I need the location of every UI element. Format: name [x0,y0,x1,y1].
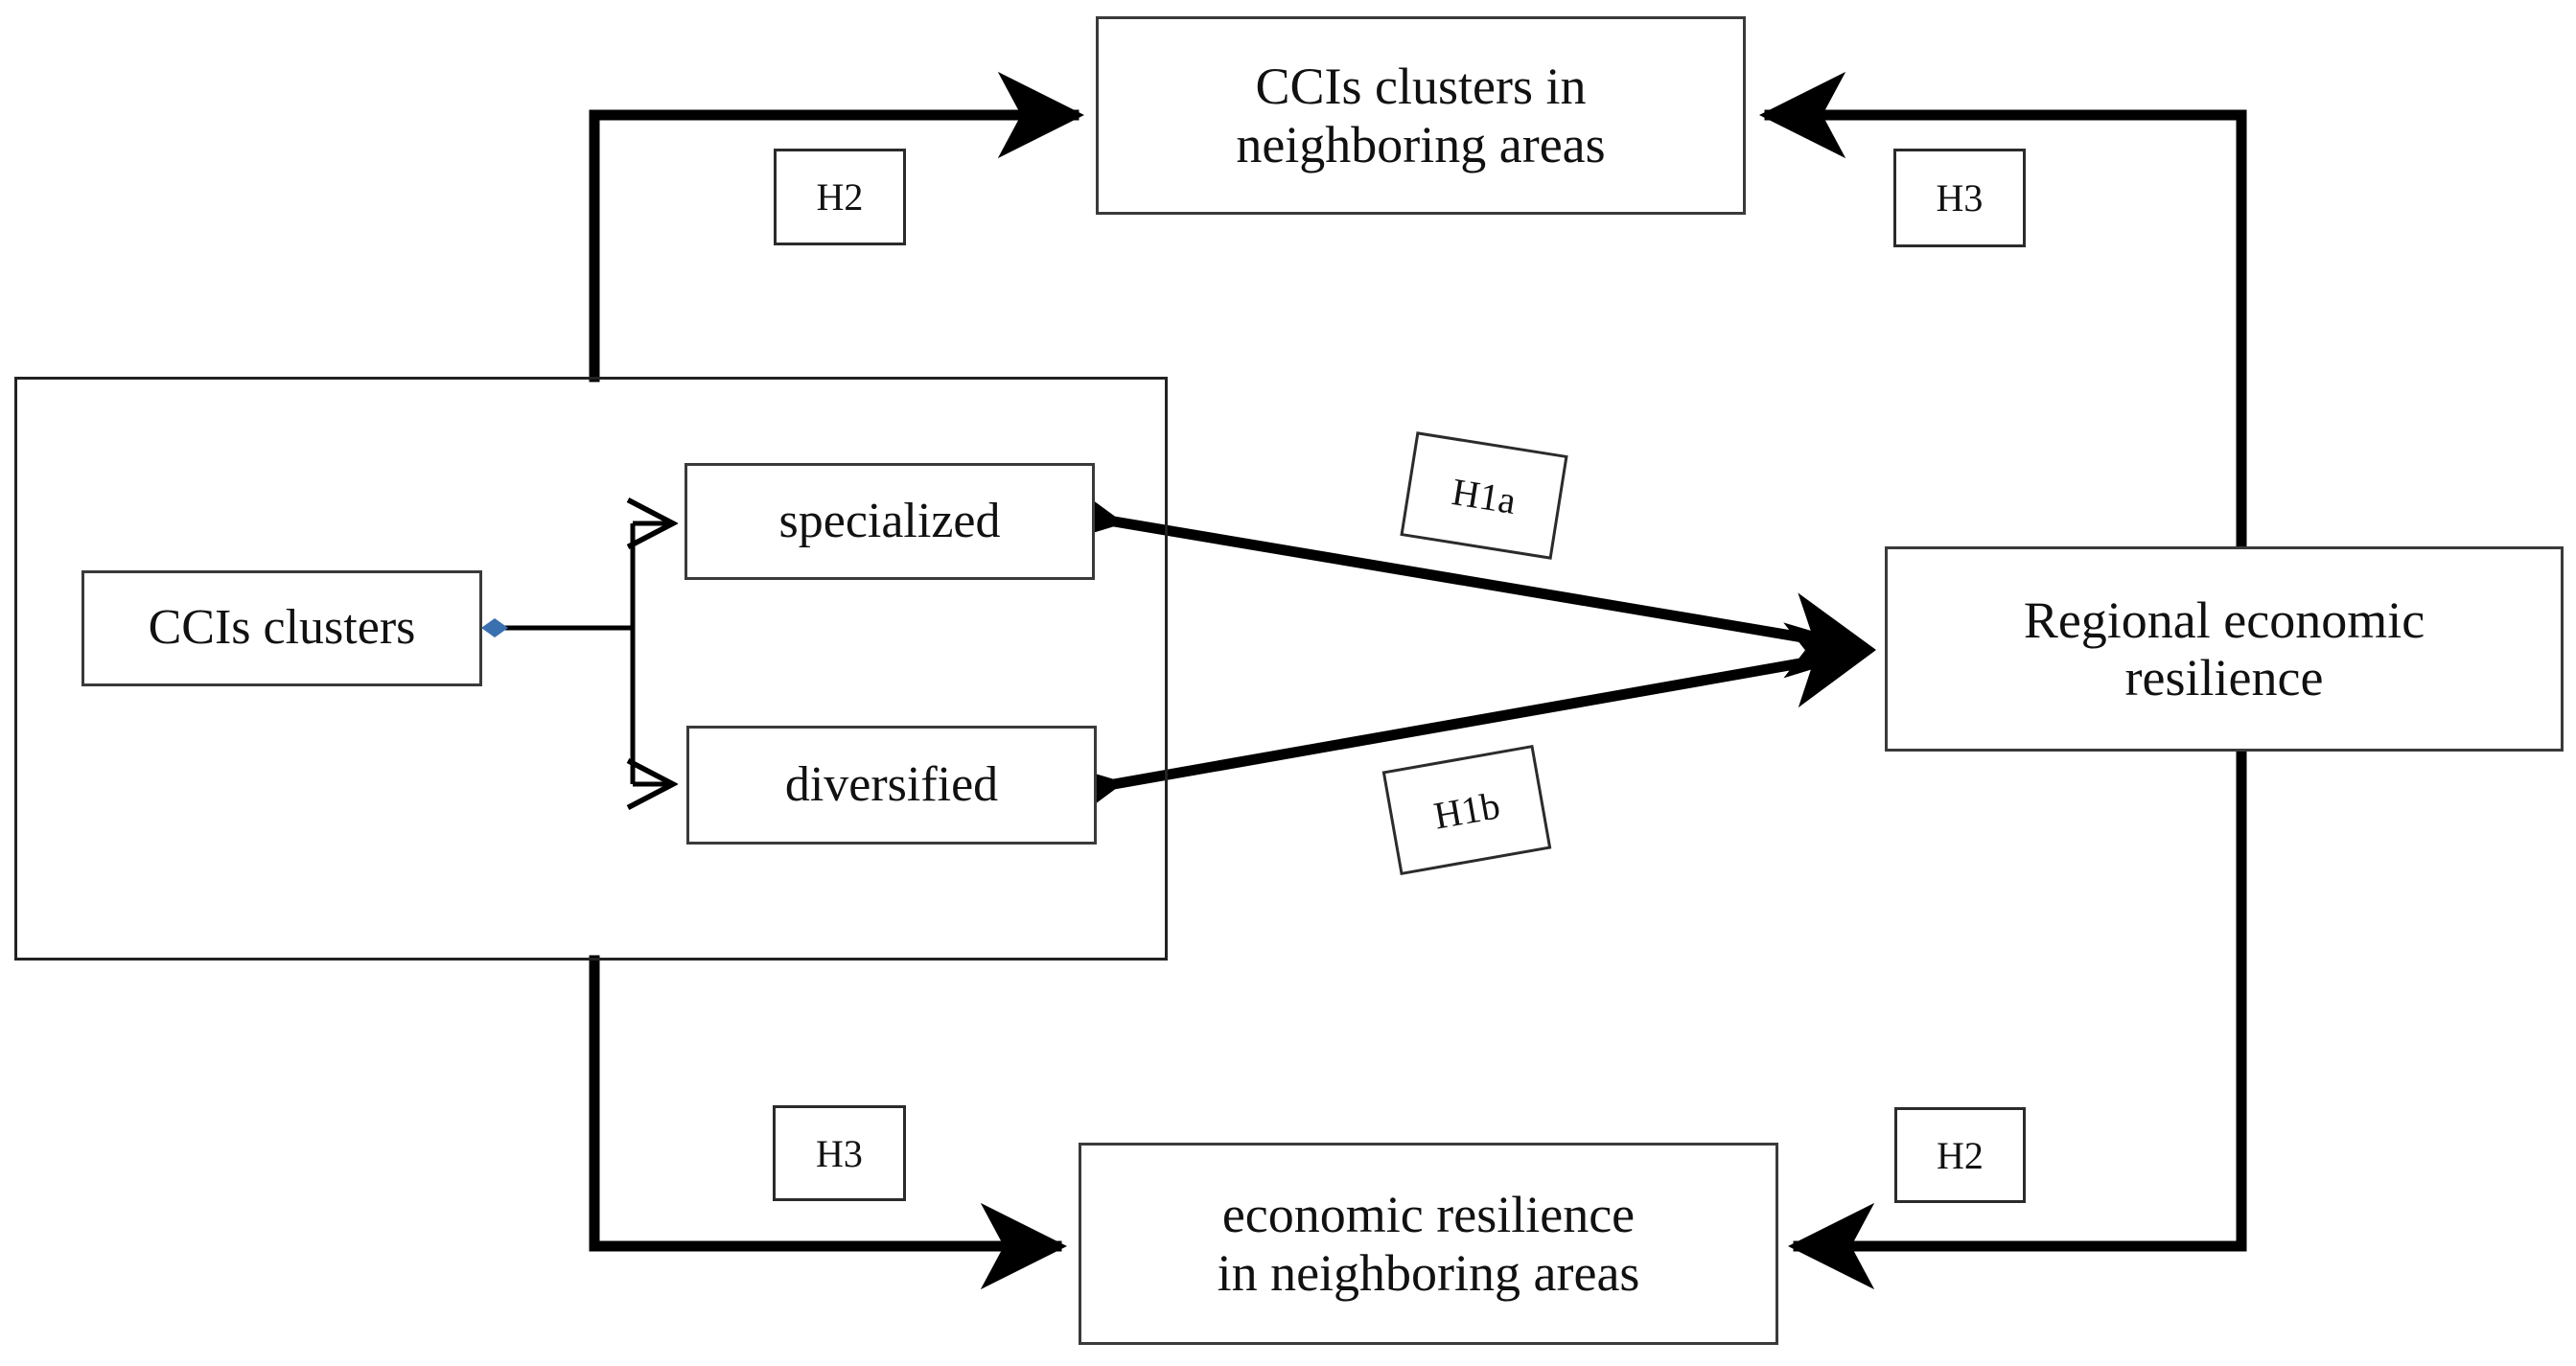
node-label: CCIs clusters in neighboring areas [1236,58,1605,174]
node-specialized[interactable]: specialized [685,463,1095,580]
node-label: Regional economic resilience [2024,591,2425,707]
node-regional-economic-resilience[interactable]: Regional economic resilience [1885,546,2564,752]
hypothesis-label-h2-top-left[interactable]: H2 [774,149,906,245]
edge-regional-to-neighboring-cci [1758,71,2247,552]
node-label: diversified [784,756,999,812]
node-cci-clusters[interactable]: CCIs clusters [81,570,482,686]
hypothesis-label-text: H3 [816,1131,863,1175]
node-label-line2: resilience [2124,649,2324,706]
node-label: economic resilience in neighboring areas [1218,1186,1640,1302]
hypothesis-label-h2-bottom-right[interactable]: H2 [1894,1107,2026,1203]
hypothesis-label-text: H1a [1449,469,1520,522]
edge-diversified-regional [1032,622,1876,841]
node-label: specialized [778,493,1001,548]
node-label: CCIs clusters [148,600,416,656]
node-label-line2: in neighboring areas [1217,1243,1640,1302]
node-economic-resilience-neighboring-areas[interactable]: economic resilience in neighboring areas [1079,1143,1778,1345]
node-cci-clusters-neighboring-areas[interactable]: CCIs clusters in neighboring areas [1096,16,1746,215]
node-label-line1: CCIs clusters in [1255,58,1587,116]
hypothesis-label-text: H2 [1937,1133,1984,1177]
edge-group-to-neighboring-cci [589,71,1085,382]
hypothesis-label-text: H2 [816,175,864,219]
edge-regional-to-neighboring-resilience [1787,745,2247,1290]
hypothesis-label-text: H3 [1936,176,1984,220]
edge-group-to-neighboring-resilience [589,955,1068,1290]
hypothesis-label-h3-bottom-left[interactable]: H3 [773,1105,906,1201]
hypothesis-label-text: H1b [1430,782,1503,838]
node-diversified[interactable]: diversified [686,726,1097,845]
node-label-line1: economic resilience [1221,1186,1636,1244]
hypothesis-label-h3-top-right[interactable]: H3 [1893,149,2026,247]
node-label-line2: neighboring areas [1236,115,1606,174]
node-label-line1: Regional economic [2023,590,2425,649]
edge-cci-branch [481,523,671,784]
